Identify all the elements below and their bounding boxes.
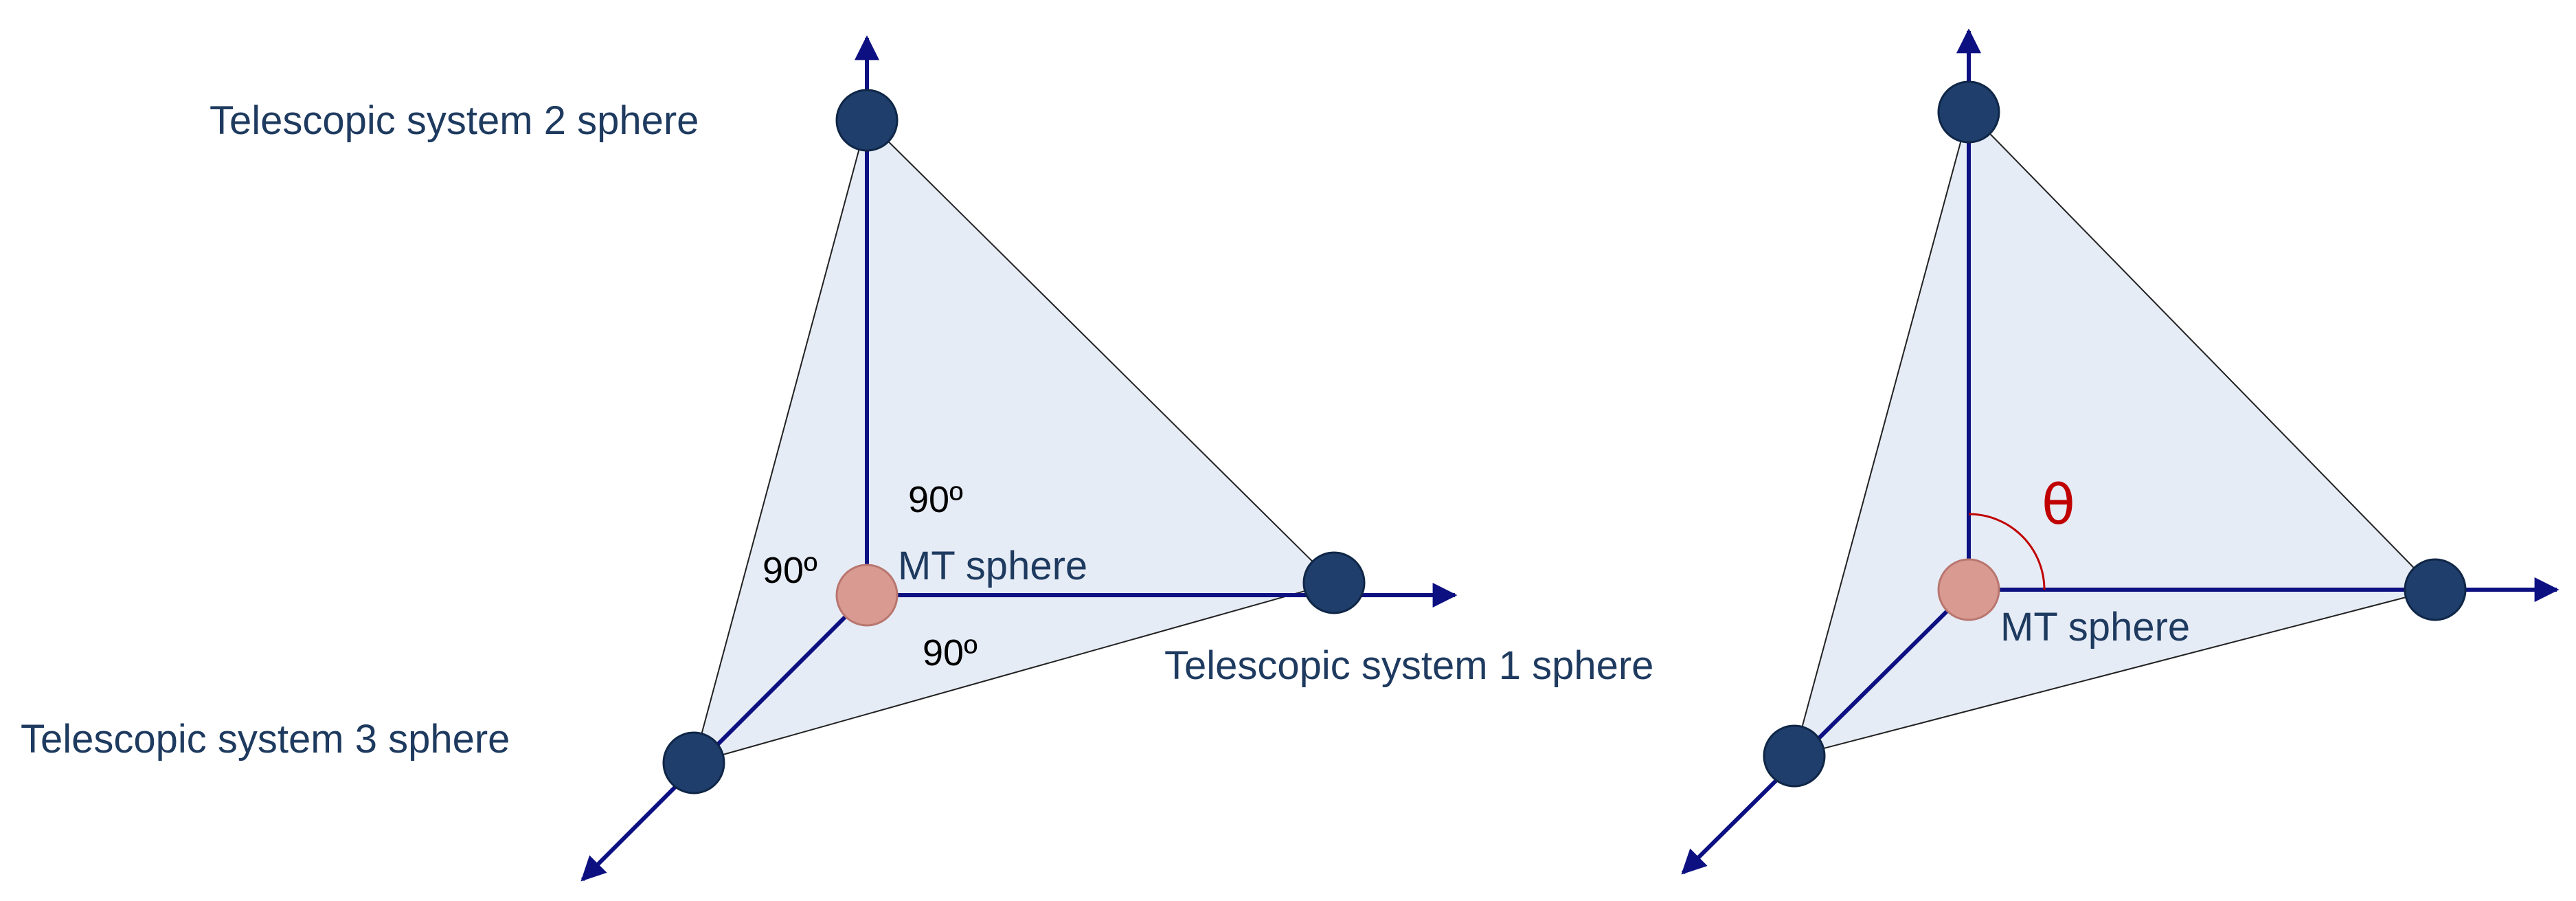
left-edge-2-1 [866, 120, 1335, 583]
angle-label-bottom: 90º [923, 632, 978, 674]
left-edge-3-1 [693, 582, 1335, 764]
label-telescopic-system-1: Telescopic system 1 sphere [1164, 643, 1653, 688]
left-axis-diagonal [580, 593, 869, 882]
right-diagram: MT sphere θ [1681, 28, 2560, 875]
right-face-fill [1794, 112, 2435, 756]
left-telescopic-sphere-1 [1302, 551, 1366, 614]
angle-label-left: 90º [762, 550, 817, 591]
left-telescopic-sphere-3 [662, 731, 725, 794]
label-telescopic-system-2: Telescopic system 2 sphere [210, 98, 699, 143]
angle-label-top: 90º [908, 479, 963, 520]
label-right-mt-sphere: MT sphere [2000, 605, 2190, 649]
right-mt-sphere [1937, 558, 2000, 621]
right-bottom-sphere [1763, 724, 1826, 788]
label-telescopic-system-3: Telescopic system 3 sphere [21, 717, 510, 761]
theta-arc [1968, 513, 2046, 590]
label-left-mt-sphere: MT sphere [898, 544, 1087, 588]
right-edge-top-bottom [1794, 111, 1969, 757]
right-edge-top-right [1968, 111, 2436, 590]
left-telescopic-sphere-2 [835, 89, 899, 152]
left-edge-2-3 [693, 120, 868, 764]
theta-label: θ [2042, 473, 2075, 537]
right-top-sphere [1937, 80, 2000, 144]
left-mt-sphere [835, 564, 899, 627]
right-axis-diagonal [1681, 588, 1971, 875]
right-edge-bottom-right [1794, 589, 2436, 757]
left-diagram: Telescopic system 2 sphere Telescopic sy… [21, 35, 1653, 882]
right-right-sphere [2404, 558, 2467, 621]
